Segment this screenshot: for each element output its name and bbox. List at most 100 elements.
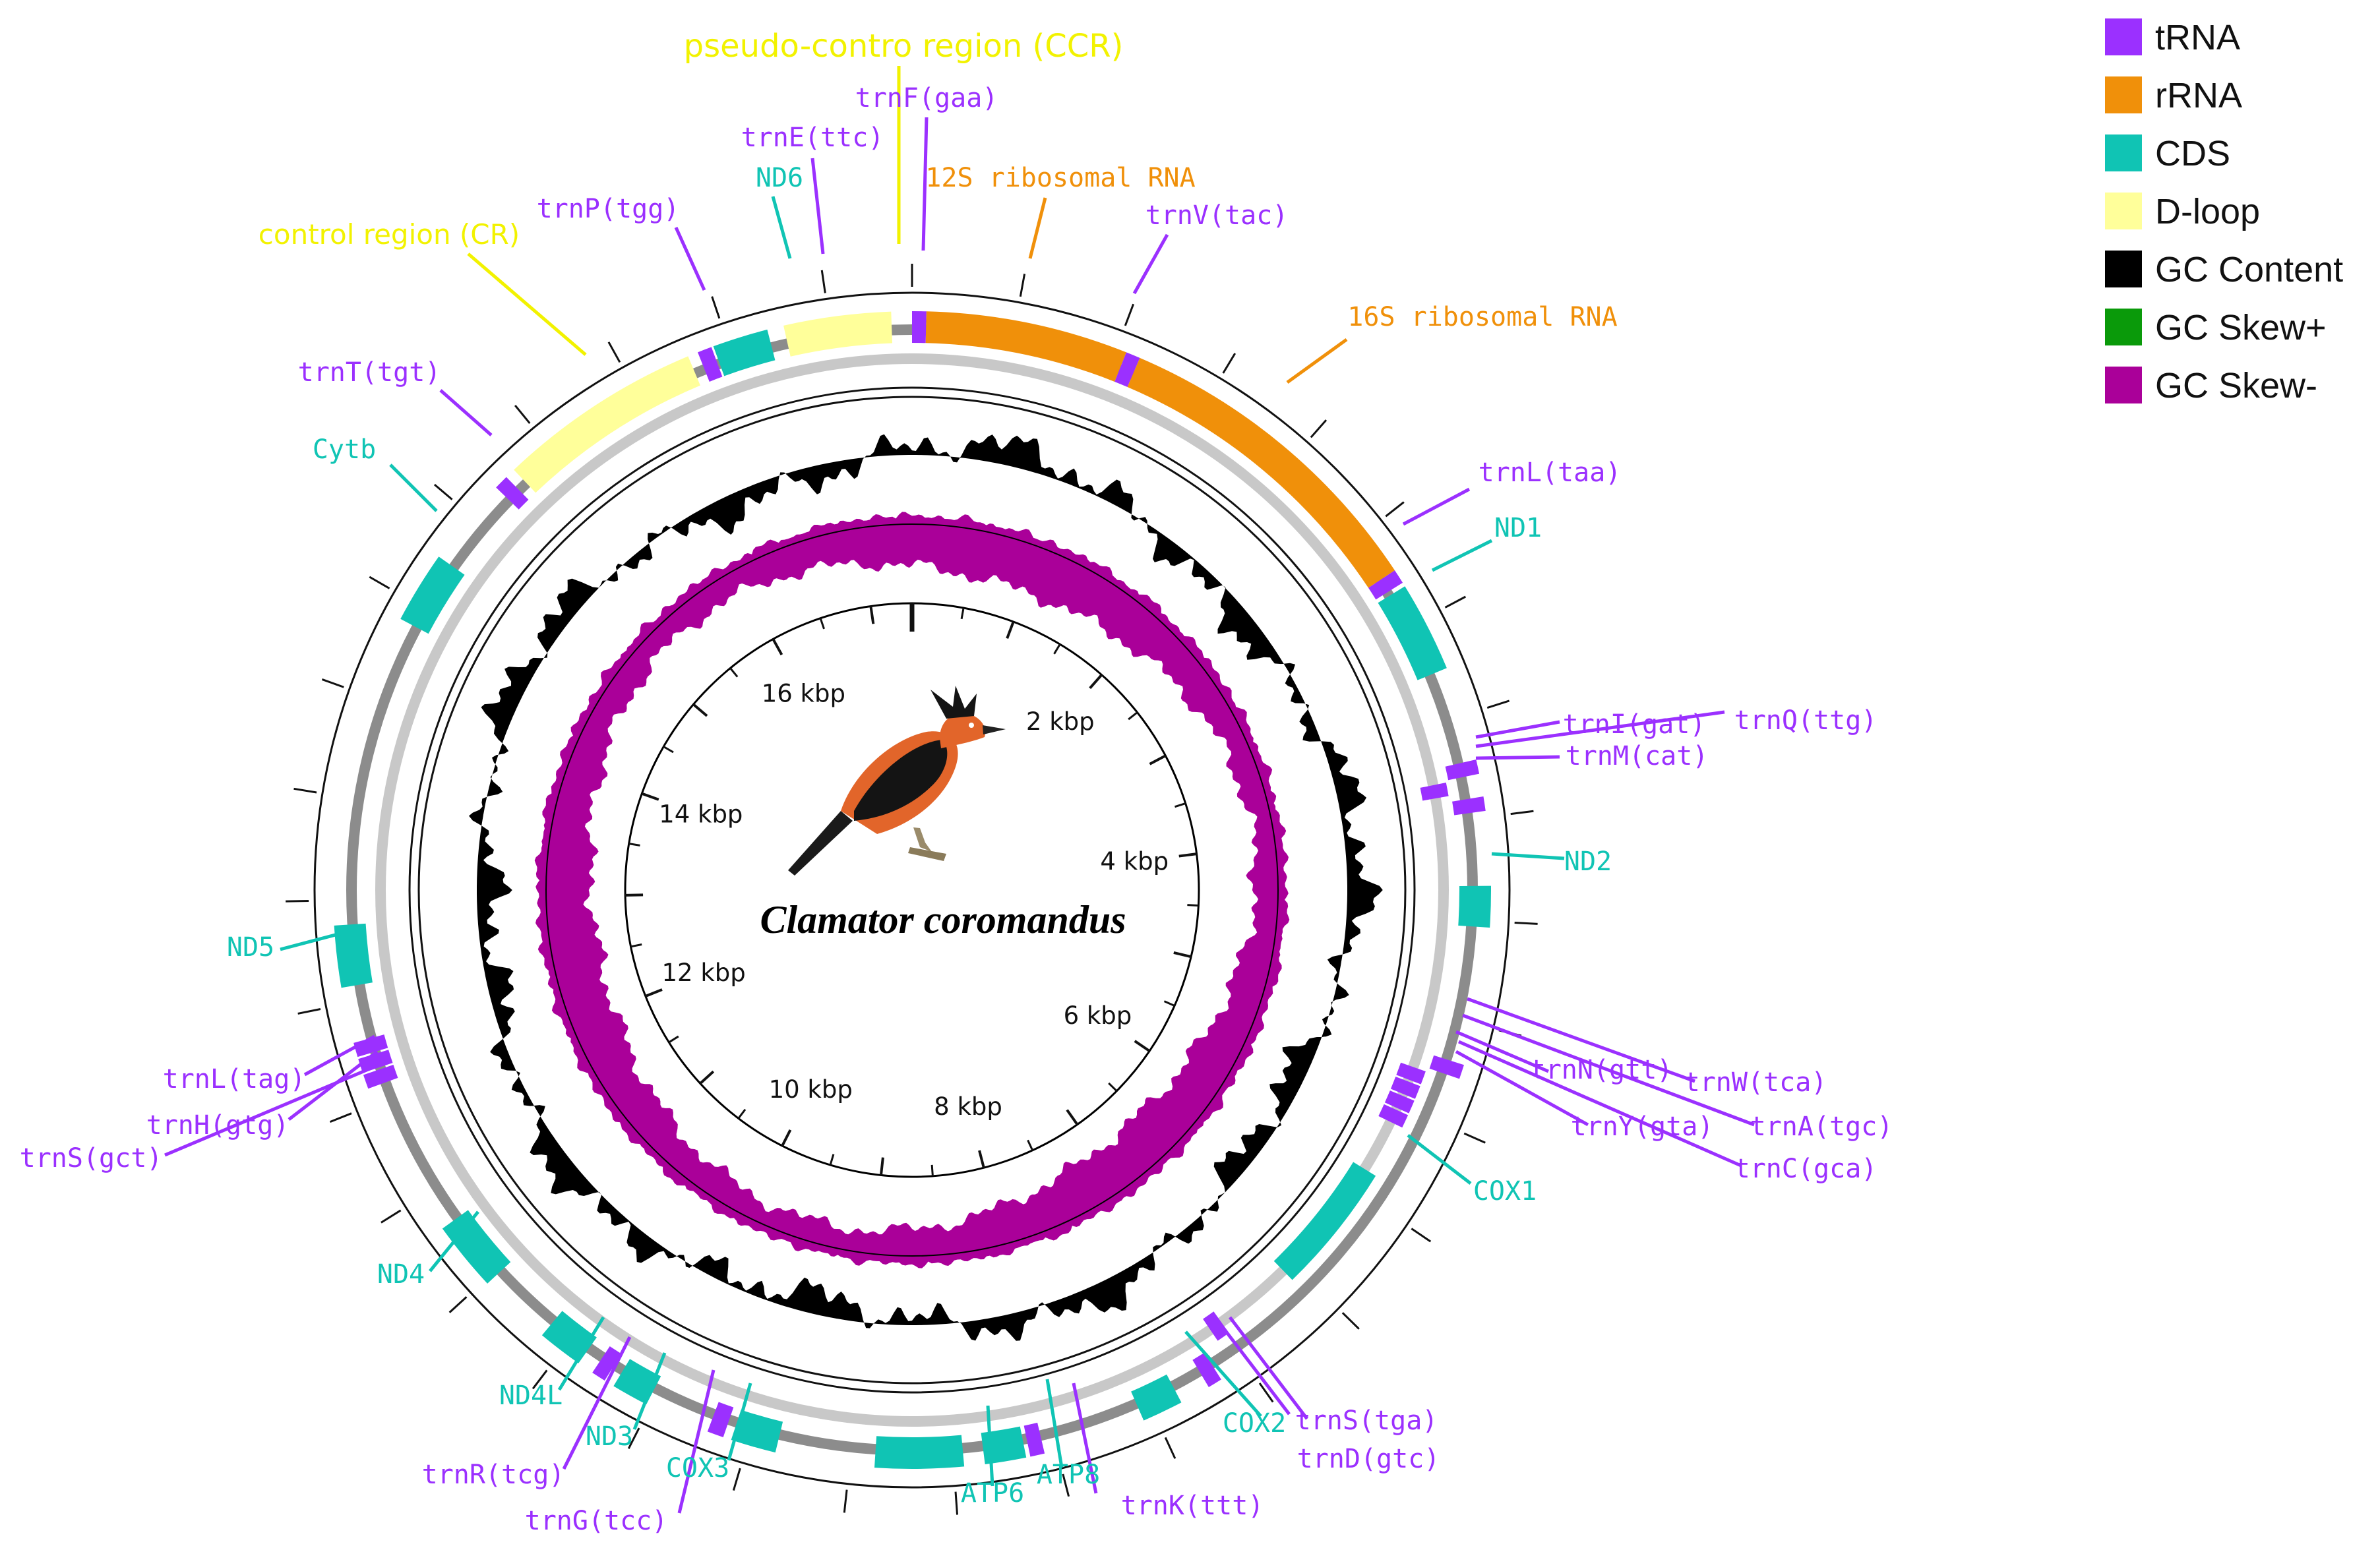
reverse-strand-backbone xyxy=(375,353,1449,1427)
bird-perch xyxy=(908,847,946,861)
inner-tick xyxy=(641,792,659,801)
feature-label: trnN(gtt) xyxy=(1530,1055,1673,1085)
feature-d-loop xyxy=(514,356,700,493)
inner-tick xyxy=(628,843,640,847)
leader-line xyxy=(1455,1050,1589,1127)
inner-tick xyxy=(960,607,965,620)
inner-tick xyxy=(737,1108,747,1119)
feature-trna xyxy=(1429,1055,1464,1079)
feature-label: trnA(tgc) xyxy=(1750,1112,1893,1142)
legend-swatch xyxy=(2105,18,2142,55)
feature-trna xyxy=(1114,352,1140,387)
outer-ring xyxy=(313,291,1511,1489)
leader-line xyxy=(674,226,706,291)
leader-line xyxy=(1229,1316,1308,1420)
feature-trna xyxy=(1203,1311,1229,1341)
outer-tick xyxy=(1341,1312,1360,1330)
feature-trna xyxy=(1384,1090,1415,1114)
feature-label: trnR(tcg) xyxy=(422,1460,565,1490)
leader-line xyxy=(1457,1040,1742,1168)
leader-line xyxy=(439,389,493,436)
inner-tick xyxy=(645,988,663,998)
outer-tick xyxy=(297,1008,321,1015)
leader-line xyxy=(921,117,929,251)
inner-track-ring xyxy=(417,396,1407,1385)
feature-cds xyxy=(731,1410,783,1453)
bird-tail xyxy=(788,811,853,876)
feature-label: trnQ(ttg) xyxy=(1734,705,1877,736)
feature-trna xyxy=(1192,1352,1221,1387)
inner-tick xyxy=(1053,643,1061,655)
bird-wing xyxy=(854,740,948,821)
feature-trna xyxy=(363,1065,398,1089)
leader-line xyxy=(632,1352,667,1430)
map-rings xyxy=(313,291,1511,1489)
bird-beak xyxy=(983,725,1006,734)
outer-tick xyxy=(329,1112,352,1123)
outer-tick xyxy=(381,1209,402,1224)
leader-line xyxy=(557,1316,605,1391)
inner-tick xyxy=(869,606,875,624)
leader-line xyxy=(1028,197,1047,259)
legend-label: rRNA xyxy=(2155,76,2242,115)
outer-tick xyxy=(732,1468,741,1491)
inner-tick xyxy=(1134,1040,1151,1052)
legend-swatch xyxy=(2105,309,2142,345)
feature-label: pseudo-contro region (CCR) xyxy=(684,28,1124,65)
feature-d-loop xyxy=(783,311,893,357)
feature-label: COX1 xyxy=(1473,1176,1537,1207)
leader-line xyxy=(1286,338,1348,384)
outer-tick xyxy=(843,1489,848,1513)
bird-legs xyxy=(913,827,932,852)
leader-line xyxy=(1407,1134,1472,1185)
leader-line xyxy=(1475,755,1560,760)
kbp-label: 8 kbp xyxy=(934,1092,1002,1121)
feature-label: Cytb xyxy=(313,434,376,465)
feature-trna xyxy=(1420,783,1449,801)
legend-label: tRNA xyxy=(2155,18,2240,57)
outer-tick xyxy=(627,1427,640,1449)
inner-tick xyxy=(668,1035,679,1044)
gc-skew-track xyxy=(534,512,1290,1268)
feature-cds xyxy=(1131,1374,1182,1421)
legend-swatch xyxy=(2105,76,2142,113)
legend-swatch xyxy=(2105,251,2142,287)
inner-tick xyxy=(1066,1109,1079,1125)
gc-outer-ring xyxy=(408,386,1416,1394)
feature-trna xyxy=(1023,1422,1045,1457)
feature-labels: pseudo-contro region (CCR)trnF(gaa)12S r… xyxy=(20,28,1893,1536)
feature-trna xyxy=(1452,796,1486,816)
species-name: Clamator coromandus xyxy=(760,898,1126,941)
feature-label: ATP8 xyxy=(1037,1460,1100,1490)
leader-line xyxy=(1045,1379,1064,1468)
feature-label: control region (CR) xyxy=(259,218,520,251)
inner-tick xyxy=(1175,802,1186,808)
outer-tick xyxy=(1062,1474,1070,1497)
feature-label: trnE(ttc) xyxy=(741,123,884,153)
inner-tick xyxy=(699,1070,715,1085)
bird-head xyxy=(940,713,986,748)
outer-tick xyxy=(1486,700,1510,709)
leader-line xyxy=(1132,233,1169,295)
outer-tick xyxy=(532,1369,548,1390)
feature-label: trnL(tag) xyxy=(163,1064,306,1094)
inner-tick xyxy=(829,1154,835,1166)
leader-line xyxy=(1462,1013,1755,1127)
kbp-label: 14 kbp xyxy=(659,800,743,829)
inner-tick xyxy=(1027,1139,1034,1151)
bird-eye xyxy=(969,723,974,728)
feature-label: trnV(tac) xyxy=(1145,200,1289,231)
feature-trna xyxy=(707,1402,734,1437)
feature-label: ND1 xyxy=(1494,513,1542,543)
feature-label: ND5 xyxy=(227,932,274,963)
feature-trna xyxy=(592,1346,622,1381)
outer-tick xyxy=(514,405,531,424)
feature-label: trnL(taa) xyxy=(1479,458,1622,488)
feature-label: ND6 xyxy=(756,163,803,193)
leader-line xyxy=(727,1383,752,1461)
feature-cds xyxy=(442,1210,511,1284)
feature-cds xyxy=(334,923,373,988)
feature-label: trnK(ttt) xyxy=(1121,1491,1264,1521)
outer-tick xyxy=(369,576,390,589)
inner-tick xyxy=(772,638,783,656)
